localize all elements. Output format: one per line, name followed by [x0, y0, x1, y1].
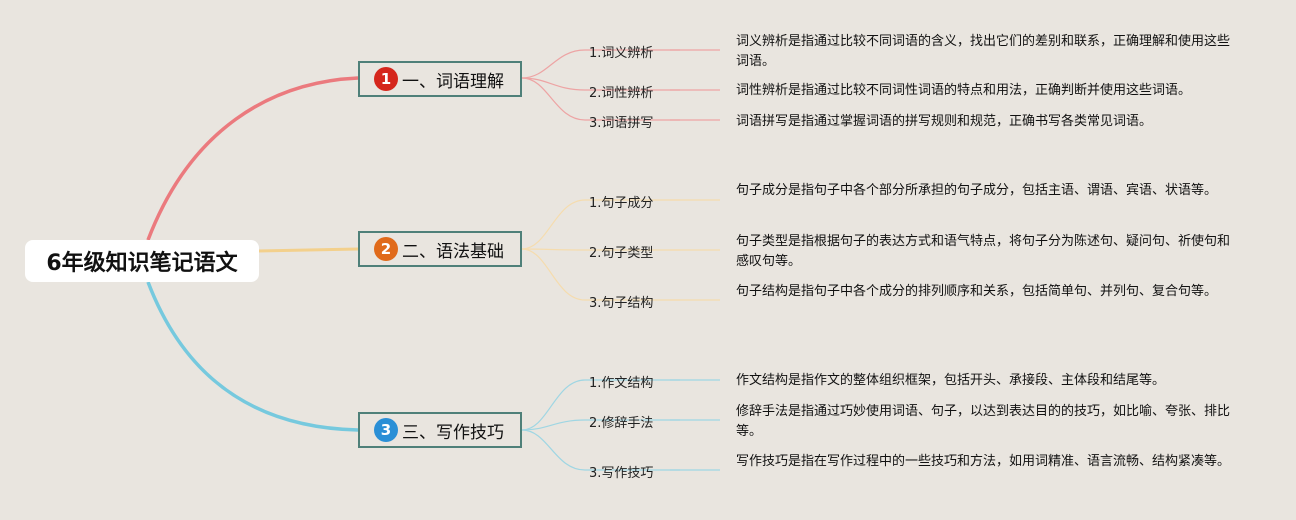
branch-label: 一、词语理解 [402, 71, 504, 92]
topic-node-sentence-types[interactable]: 2.句子类型 [589, 246, 654, 261]
connector-b1-s2 [521, 77, 680, 91]
connector-root-branch-1 [146, 76, 359, 241]
topic-node-composition-structure[interactable]: 1.作文结构 [589, 376, 654, 391]
topic-node-rhetoric[interactable]: 2.修辞手法 [589, 416, 654, 431]
topic-node-part-of-speech[interactable]: 2.词性辨析 [589, 86, 654, 101]
root-title: 6年级知识笔记语文 [46, 251, 238, 276]
topic-node-writing-skills[interactable]: 3.写作技巧 [589, 466, 654, 481]
number-badge-icon: 2 [374, 237, 398, 261]
connector-b3-s2 [521, 419, 680, 431]
root-node[interactable]: 6年级知识笔记语文 [25, 240, 259, 282]
topic-node-word-meaning[interactable]: 1.词义辨析 [589, 46, 654, 61]
number-badge-icon: 3 [374, 418, 398, 442]
connector-b2-s1 [521, 199, 680, 250]
topic-node-sentence-structure[interactable]: 3.句子结构 [589, 296, 654, 311]
connector-b1-s1 [521, 49, 680, 79]
connector-b2-s3 [521, 248, 680, 301]
number-badge-icon: 1 [374, 67, 398, 91]
connector-root-branch-3 [146, 281, 359, 432]
branch-node-vocabulary[interactable]: 1 一、词语理解 [358, 61, 522, 97]
branch-node-grammar[interactable]: 2 二、语法基础 [358, 231, 522, 267]
branch-label: 二、语法基础 [402, 241, 504, 262]
description-word-meaning: 词义辨析是指通过比较不同词语的含义，找出它们的差别和联系，正确理解和使用这些词语… [736, 34, 1231, 69]
connector-root-branch-2 [257, 247, 359, 253]
connector-b1-s3 [521, 77, 680, 121]
description-sentence-structure: 句子结构是指句子中各个成分的排列顺序和关系，包括简单句、并列句、复合句等。 [736, 284, 1218, 299]
connector-b3-s3 [521, 429, 680, 471]
description-composition-structure: 作文结构是指作文的整体组织框架，包括开头、承接段、主体段和结尾等。 [736, 373, 1166, 388]
description-writing-skills: 写作技巧是指在写作过程中的一些技巧和方法，如用词精准、语言流畅、结构紧凑等。 [736, 454, 1231, 469]
description-sentence-components: 句子成分是指句子中各个部分所承担的句子成分，包括主语、谓语、宾语、状语等。 [736, 183, 1218, 198]
topic-node-sentence-components[interactable]: 1.句子成分 [589, 196, 654, 211]
description-part-of-speech: 词性辨析是指通过比较不同词性词语的特点和用法，正确判断并使用这些词语。 [736, 83, 1192, 98]
description-sentence-types: 句子类型是指根据句子的表达方式和语气特点，将句子分为陈述句、疑问句、祈使句和感叹… [736, 234, 1231, 269]
connector-b3-s1 [521, 379, 680, 431]
description-spelling: 词语拼写是指通过掌握词语的拼写规则和规范，正确书写各类常见词语。 [736, 114, 1153, 129]
topic-node-spelling[interactable]: 3.词语拼写 [589, 116, 654, 131]
branch-label: 三、写作技巧 [402, 422, 504, 443]
connector-b2-s2 [521, 248, 680, 251]
description-rhetoric: 修辞手法是指通过巧妙使用词语、句子，以达到表达目的的技巧，如比喻、夸张、排比等。 [736, 404, 1231, 439]
branch-node-writing[interactable]: 3 三、写作技巧 [358, 412, 522, 448]
